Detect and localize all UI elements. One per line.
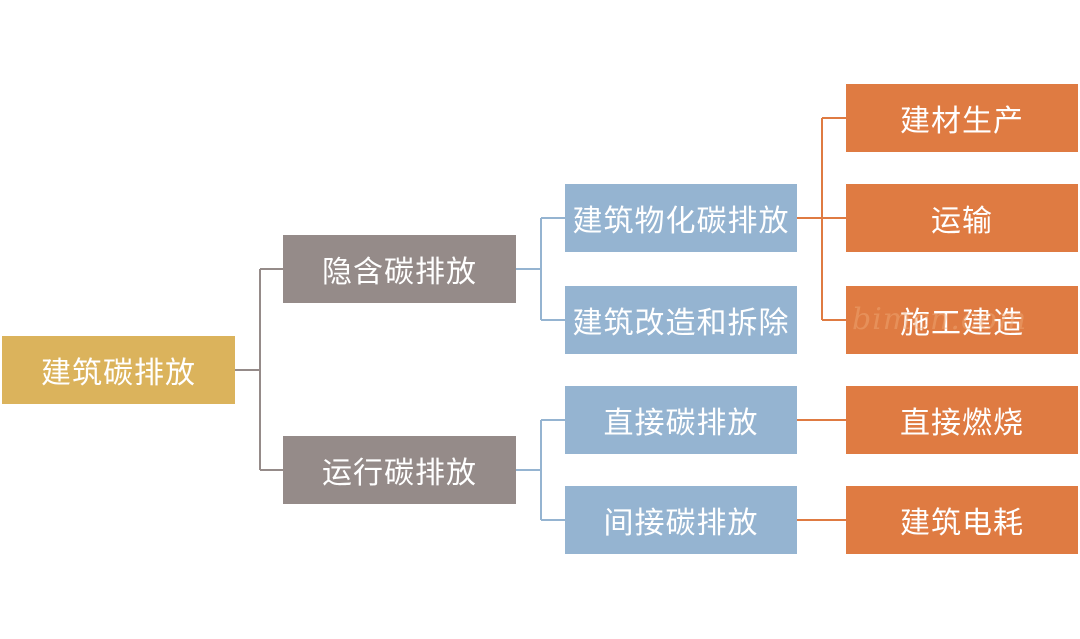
construction-node: 施工建造 — [846, 286, 1078, 354]
indirect-emission-node: 间接碳排放 — [565, 486, 797, 554]
operational-connector — [516, 419, 565, 521]
transport-node: 运输 — [846, 184, 1078, 252]
root-node: 建筑碳排放 — [2, 336, 235, 404]
embodied-connector — [797, 117, 846, 321]
operational-emission-node: 运行碳排放 — [283, 436, 516, 504]
building-electricity-node: 建筑电耗 — [846, 486, 1078, 554]
direct-combustion-node: 直接燃烧 — [846, 386, 1078, 454]
renovation-demolition-node: 建筑改造和拆除 — [565, 286, 797, 354]
root-connector — [235, 268, 283, 471]
watermark: bimcn.com — [852, 302, 1028, 337]
direct-emission-node: 直接碳排放 — [565, 386, 797, 454]
material-production-node: 建材生产 — [846, 84, 1078, 152]
implicit-connector — [516, 217, 565, 321]
embodied-emission-node: 建筑物化碳排放 — [565, 184, 797, 252]
implicit-emission-node: 隐含碳排放 — [283, 235, 516, 303]
